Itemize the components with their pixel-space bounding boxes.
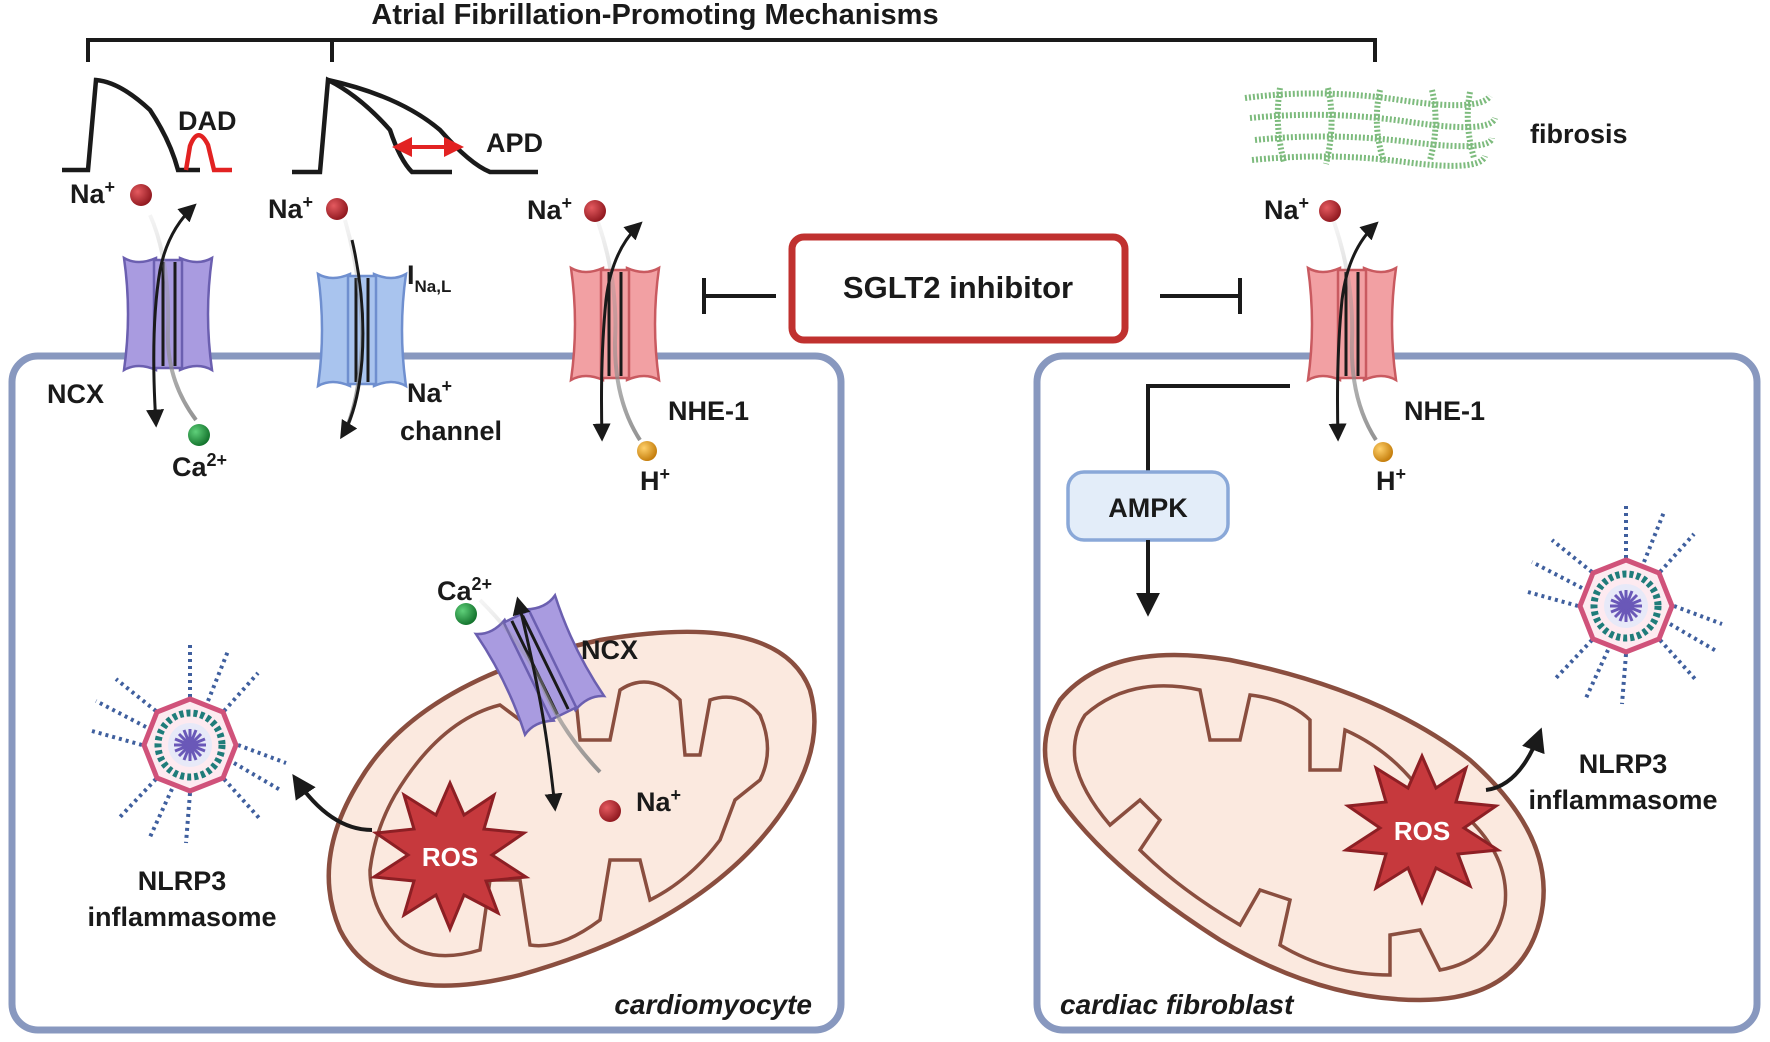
na-ion-ball [599,800,621,822]
fibrosis-mesh [1244,87,1498,169]
dad-trace [62,77,232,173]
sglt2-inhibitor-label: SGLT2 inhibitor [843,270,1073,305]
title-bracket [86,38,1377,62]
cardiomyocyte-label: cardiomyocyte [614,989,812,1020]
inhibition-bar-left [702,278,776,314]
ca-ion-ball [188,424,210,446]
apd-traces [292,76,538,175]
nlrp3-left-line1: NLRP3 [138,866,227,896]
nhe1-left-exchange-arrow [592,221,643,442]
nhe1-left-label: NHE-1 [668,396,749,426]
nhe1-to-ampk-connector [1146,384,1290,472]
na-channel-label-line1: Na+ [407,376,452,408]
ampk-label: AMPK [1108,493,1188,523]
na-ion-label-5: Na+ [1264,193,1309,225]
cardiac-fibroblast-label: cardiac fibroblast [1060,989,1295,1020]
ros-to-nlrp3-arrow-right [1485,727,1545,792]
ncx-label: NCX [47,379,104,409]
late-na-channel [316,272,408,388]
cardiomyocyte-cell-border [8,352,845,1034]
nhe1-right-exchange-arrow [1328,221,1379,442]
h-ion-ball [1373,442,1393,462]
nlrp3-inflammasome-left [92,645,286,843]
dad-label: DAD [178,106,237,136]
nhe1-right-label: NHE-1 [1404,396,1485,426]
fibroblast-cell-border [1033,352,1761,1034]
na-ion-ball [1319,200,1341,222]
nlrp3-inflammasome-right [1528,506,1722,704]
na-ion-label-4: Na+ [636,785,681,817]
na-channel-label-line2: channel [400,416,502,446]
ncx-exchange-arrow [146,203,197,428]
nlrp3-left-line2: inflammasome [87,902,276,932]
nlrp3-right-line2: inflammasome [1528,785,1717,815]
sglt2-inhibitor-box [788,233,1129,344]
na-channel-arrow [340,239,365,440]
ros-label-left: ROS [422,842,478,872]
mitochondrion-right [1042,652,1546,1003]
h-ion-label-2: H+ [1376,464,1406,496]
nlrp3-right-line1: NLRP3 [1579,749,1668,779]
h-ion-ball [637,441,657,461]
ros-to-nlrp3-arrow-left [292,774,373,832]
ca-ion-label-2: Ca2+ [437,574,492,606]
na-ion-label-2: Na+ [268,192,313,224]
apd-label: APD [486,128,543,158]
na-ion-label-1: Na+ [70,177,115,209]
na-ion-ball [326,198,348,220]
ncx-mito-label: NCX [581,635,638,665]
mito-ncx-exchange-arrow [512,596,563,812]
na-ion-ball [584,200,606,222]
fibrosis-label: fibrosis [1530,119,1628,149]
ca-ion-label-1: Ca2+ [172,450,227,482]
h-ion-label-1: H+ [640,464,670,496]
ros-label-right: ROS [1394,816,1450,846]
inhibition-bar-right [1160,278,1242,314]
na-ion-ball [130,184,152,206]
ina-late-label: INa,L [407,260,451,296]
ca-ion-ball [455,603,477,625]
diagram-title: Atrial Fibrillation-Promoting Mechanisms [371,0,938,31]
na-ion-label-3: Na+ [527,193,572,225]
